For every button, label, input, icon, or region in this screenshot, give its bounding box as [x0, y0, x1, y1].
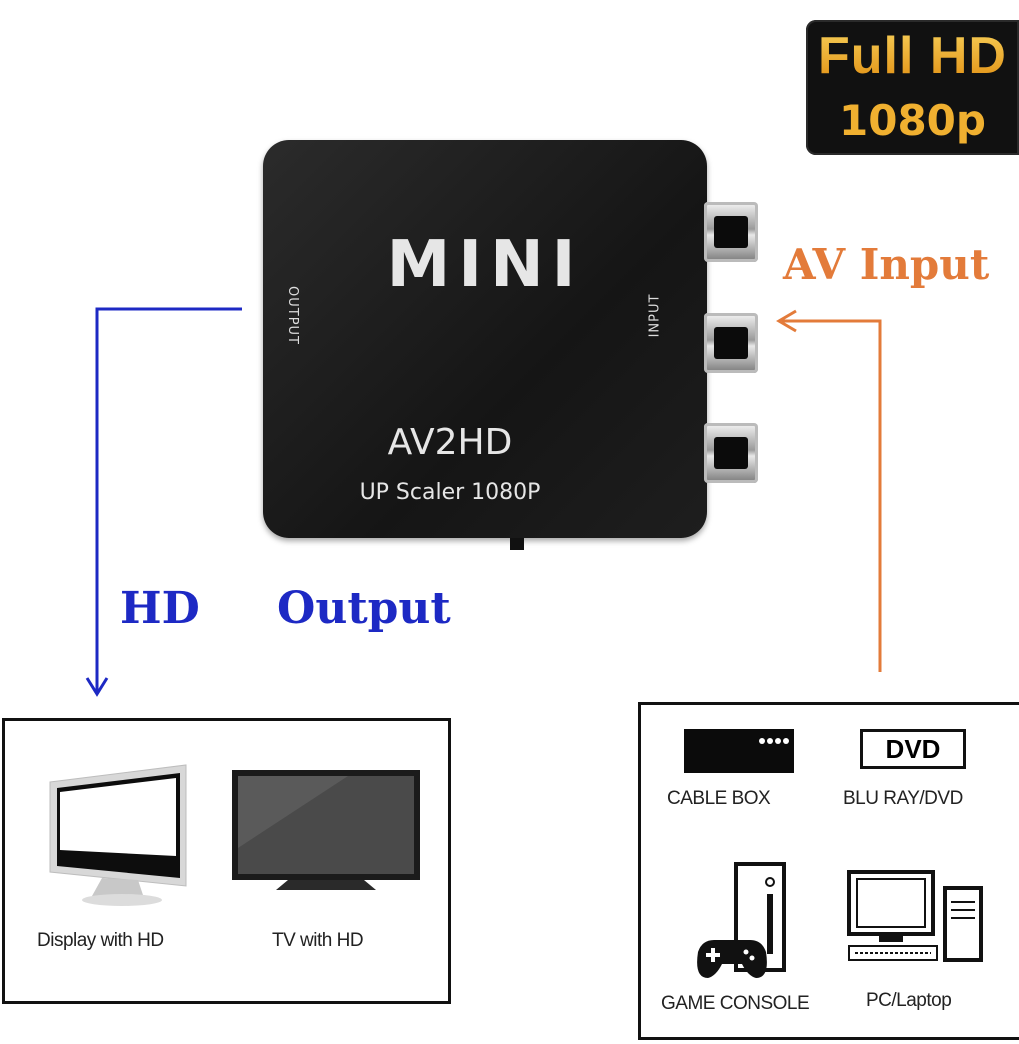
monitor-icon: [49, 764, 187, 906]
game-console-icon: [697, 862, 786, 978]
output-arrow: [85, 307, 242, 697]
av-input-label: AV Input: [783, 240, 990, 289]
tv-icon: [232, 770, 420, 890]
input-arrow: [776, 309, 882, 672]
desktop-pc-icon: [847, 870, 983, 962]
rca-jack-icon: [704, 423, 758, 483]
rca-jack-icon: [704, 313, 758, 373]
device-model: AV2HD: [387, 422, 513, 463]
hd-label: HD: [120, 583, 200, 634]
input-device-caption: PC/Laptop: [866, 990, 952, 1011]
device-tagline: UP Scaler 1080P: [359, 480, 541, 505]
input-device-caption: BLU RAY/DVD: [843, 788, 963, 809]
output-device-caption: TV with HD: [272, 930, 364, 951]
converter-device: MINI AV2HD UP Scaler 1080P OUTPUT INPUT: [263, 140, 707, 538]
device-switch: [510, 538, 524, 550]
input-device-caption: GAME CONSOLE: [661, 993, 810, 1014]
output-devices-panel: [2, 718, 451, 1004]
dvd-player-icon: DVD: [860, 729, 966, 769]
rca-jack-icon: [704, 202, 758, 262]
input-device-caption: CABLE BOX: [667, 788, 771, 809]
cable-box-icon: [684, 729, 794, 773]
badge-title: Full HD: [806, 26, 1019, 86]
output-label: Output: [277, 583, 451, 634]
full-hd-badge: Full HD 1080p: [806, 20, 1019, 155]
output-device-caption: Display with HD: [37, 930, 164, 951]
device-brand: MINI: [386, 228, 584, 302]
input-devices-panel: [638, 702, 1019, 1040]
badge-subtitle: 1080p: [839, 96, 986, 145]
